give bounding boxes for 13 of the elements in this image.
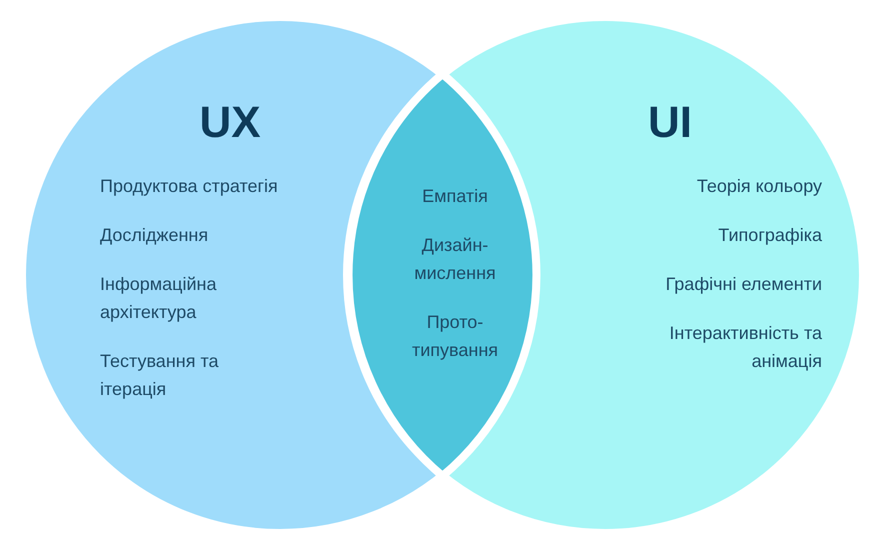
- list-item: Емпатія: [421, 185, 489, 208]
- list-item: Інформаційна архітектура: [100, 273, 218, 324]
- list-item: Прото- типування: [410, 311, 500, 362]
- list-item: Тестування та ітерація: [100, 350, 220, 401]
- list-item: Теорія кольору: [696, 175, 822, 198]
- list-item: Продуктова стратегія: [100, 175, 279, 198]
- list-item: Дослідження: [100, 224, 210, 247]
- list-item: Типографіка: [717, 224, 822, 247]
- circle-heading: UI: [647, 98, 693, 148]
- circle-heading: UX: [198, 98, 262, 148]
- list-item: Графічні елементи: [664, 273, 822, 296]
- list-item: Інтерактивність та анімація: [668, 322, 822, 373]
- list-item: Дизайн- мислення: [413, 234, 497, 285]
